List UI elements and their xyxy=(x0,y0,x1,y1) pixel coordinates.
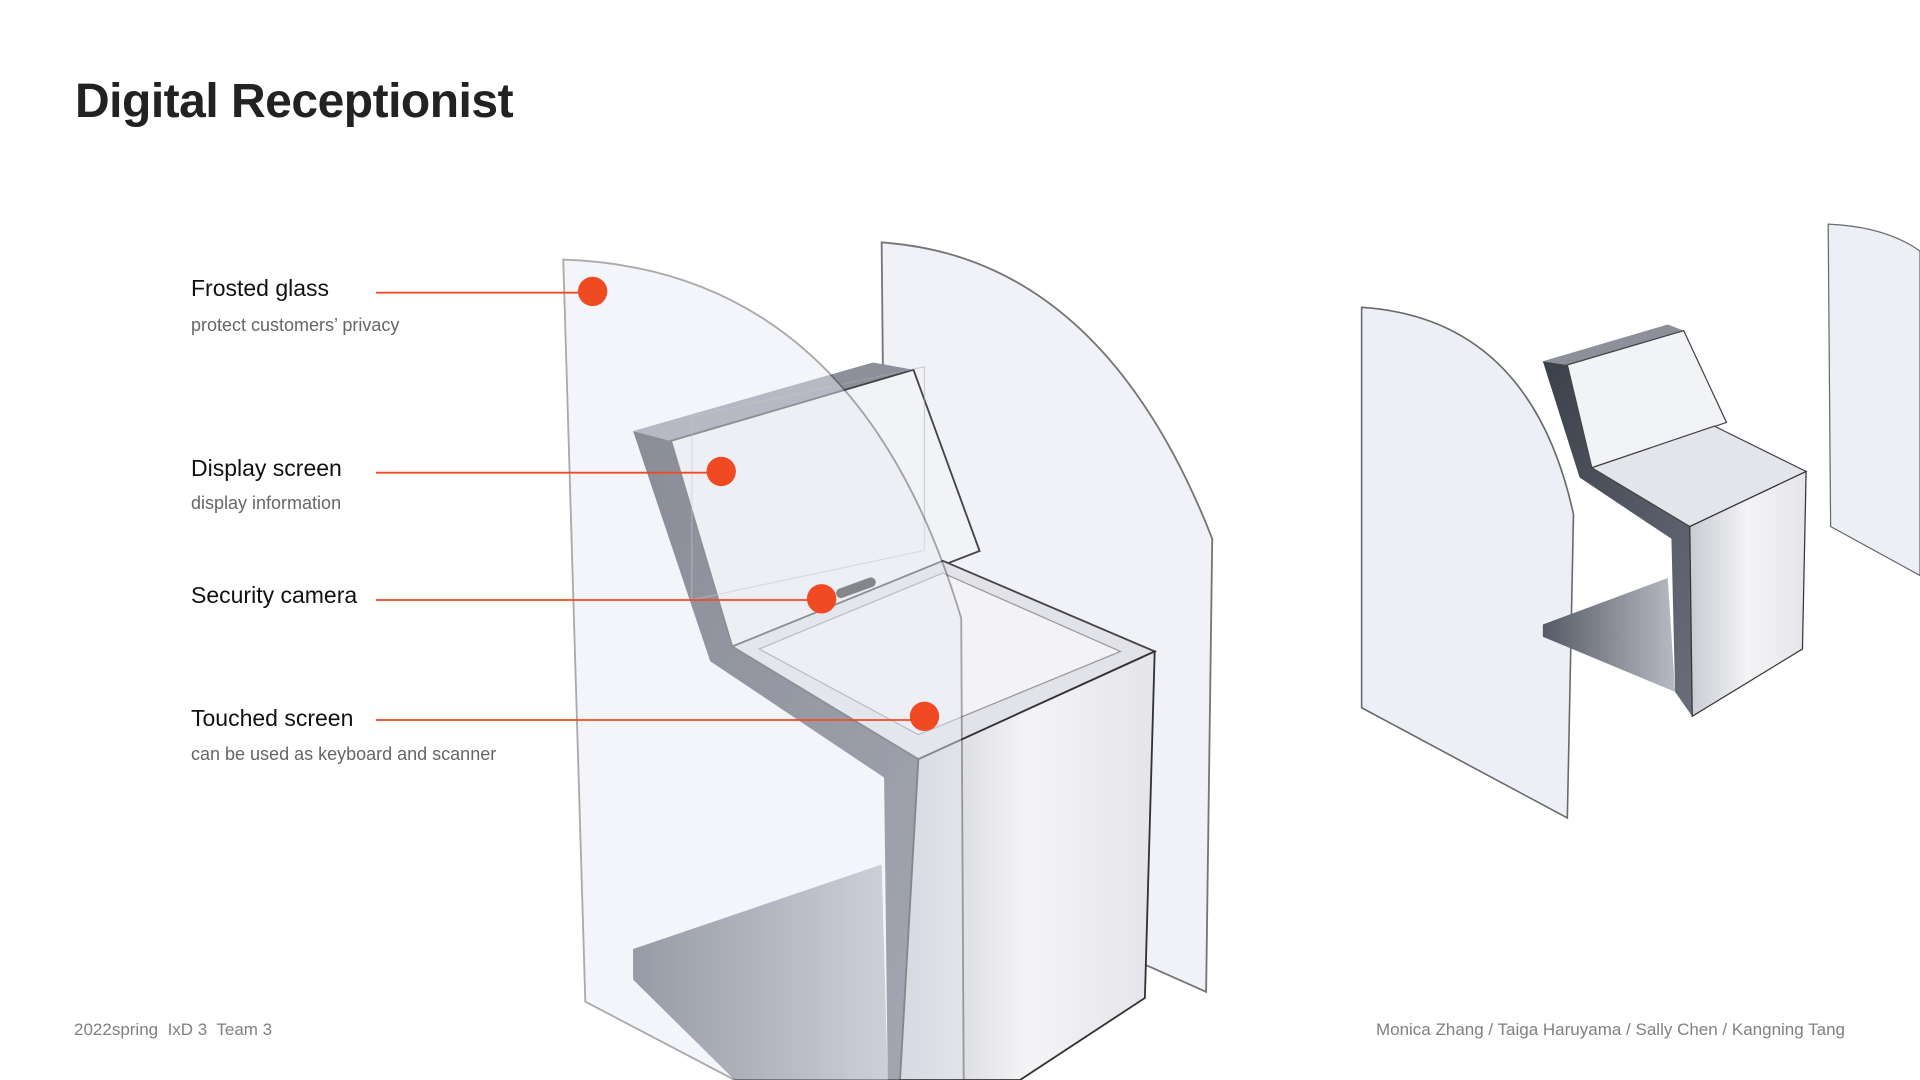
callout-desc-touched-screen: can be used as keyboard and scanner xyxy=(191,744,497,764)
callout-label-frosted-glass: Frosted glass xyxy=(191,275,330,301)
callout-markers xyxy=(375,276,940,732)
callout-desc-frosted-glass: protect customers’ privacy xyxy=(191,315,400,335)
callout-label-touched-screen: Touched screen xyxy=(191,705,354,731)
page-title: Digital Receptionist xyxy=(75,75,514,128)
callout-label-security-camera: Security camera xyxy=(191,582,358,608)
front-glass-panel xyxy=(562,258,965,1080)
kiosk-main xyxy=(633,362,1157,1080)
footer-authors: Monica Zhang / Taiga Haruyama / Sally Ch… xyxy=(1375,1020,1845,1039)
callout-label-display-screen: Display screen xyxy=(191,455,342,481)
callout-desc-display-screen: display information xyxy=(191,493,342,513)
kiosk-secondary xyxy=(1360,223,1920,820)
footer-course: 2022spring IxD 3 Team 3 xyxy=(74,1020,273,1039)
